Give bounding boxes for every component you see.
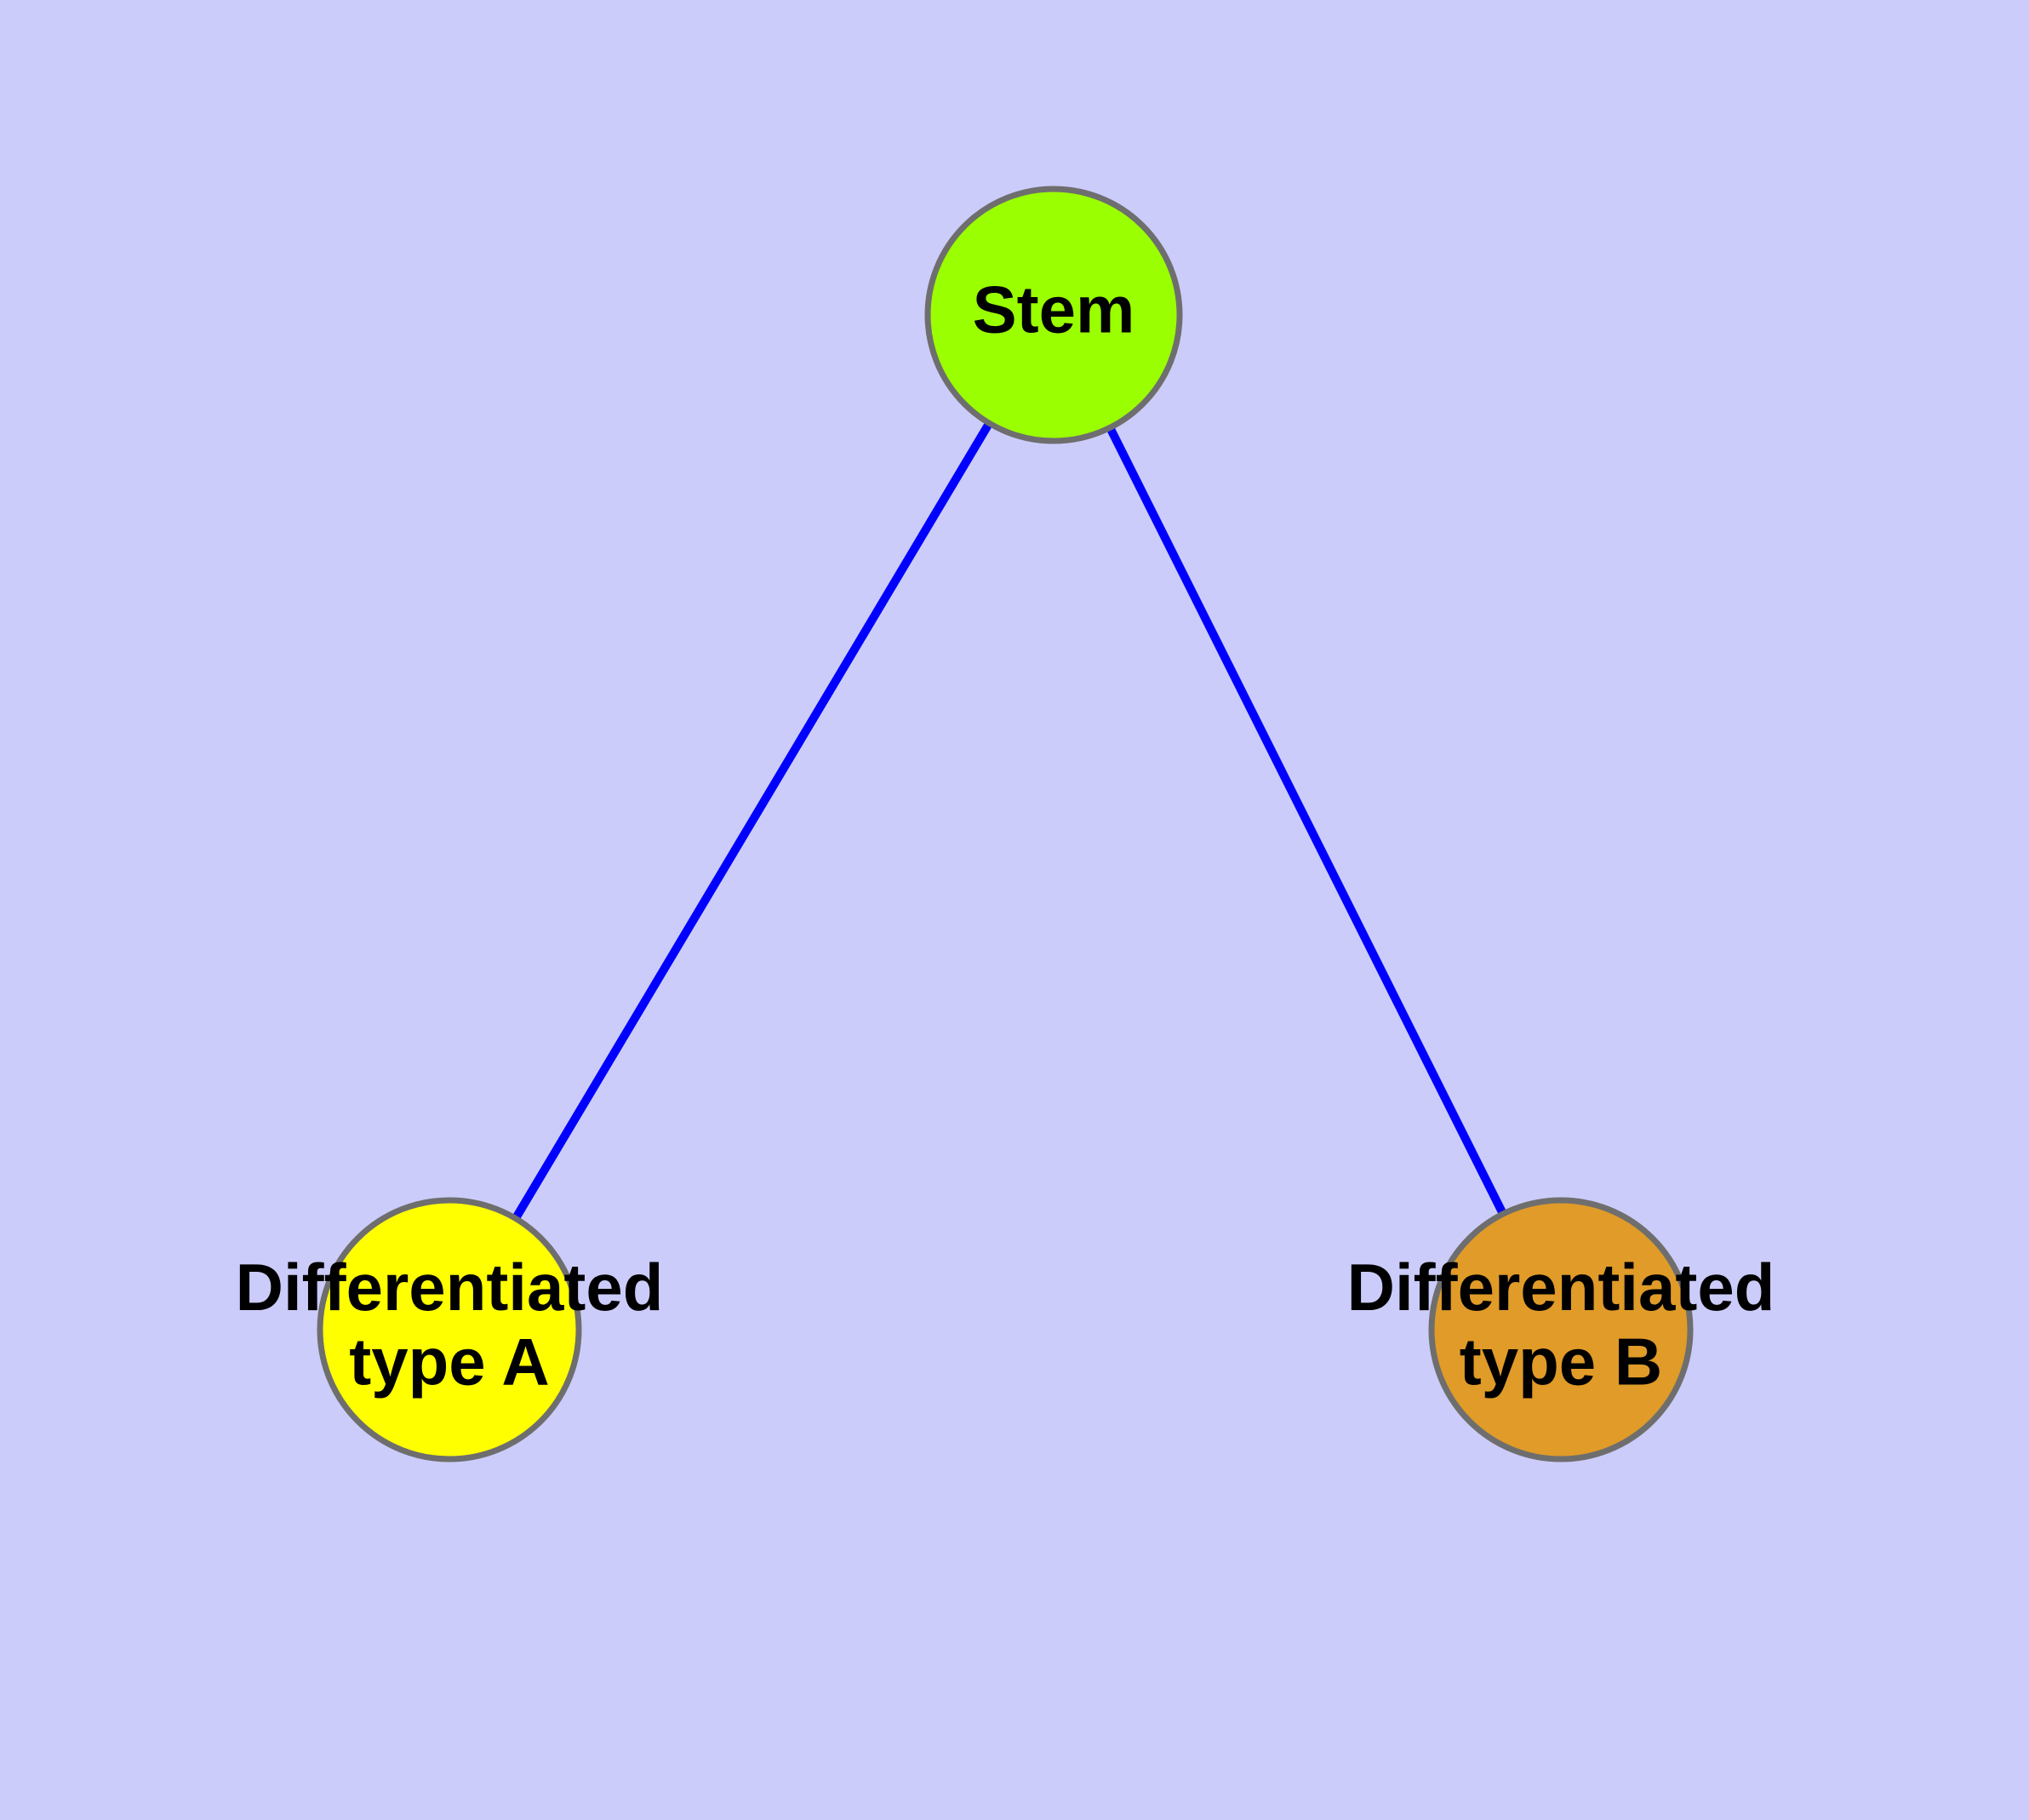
node-circle-diff_b[interactable] <box>1428 1197 1694 1462</box>
node-circle-stem[interactable] <box>924 186 1183 444</box>
node-label-diff_a-line1: Differentiated <box>236 1250 664 1325</box>
node-circle-diff_a[interactable] <box>317 1197 582 1462</box>
node-label-diff_b-line1: Differentiated <box>1347 1250 1775 1325</box>
node-label-stem-line1: Stem <box>973 272 1135 347</box>
edge-stem-to-b <box>1106 426 1506 1215</box>
edges-group <box>512 422 1506 1220</box>
edge-stem-to-a <box>512 422 992 1220</box>
node-label-diff_b-line2: type B <box>1460 1324 1662 1399</box>
node-stem[interactable]: Stem <box>924 186 1183 444</box>
node-label-diff_a-line2: type A <box>349 1324 550 1399</box>
